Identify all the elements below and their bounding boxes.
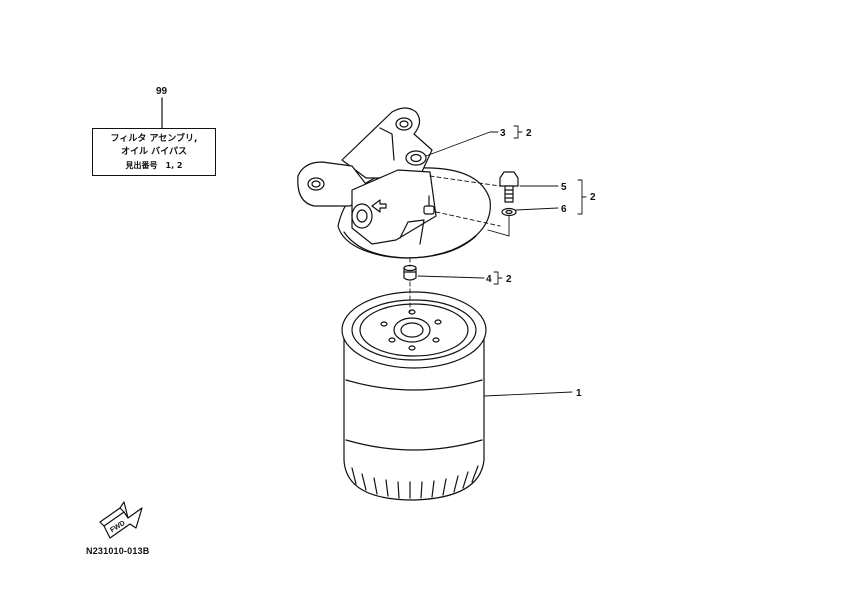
callout-6: 6 (561, 204, 567, 215)
callout-5: 5 (561, 182, 567, 193)
kit-line-3: 見出番号 1, 2 (125, 160, 183, 170)
filter-head-bracket (297, 107, 491, 259)
kit-description-box: フィルタ アセンブリ, オイル バイパス 見出番号 1, 2 (92, 128, 216, 176)
kit-line-1: フィルタ アセンブリ, (110, 133, 198, 144)
catalog-number: N231010-013B (86, 546, 150, 556)
callout-56-group: 2 (590, 192, 596, 203)
callout-3-group: 2 (526, 128, 532, 139)
flow-arrow-icon (371, 199, 387, 213)
callout-1: 1 (576, 388, 582, 399)
callout-4-group: 2 (506, 274, 512, 285)
kit-line-2: オイル バイパス (121, 146, 187, 157)
bolt-part-5 (499, 171, 519, 203)
union-nipple-part-4 (403, 264, 417, 281)
callout-4: 4 (486, 274, 492, 285)
washer-part-6 (501, 207, 517, 217)
kit-ref-number: 99 (156, 86, 168, 97)
oil-filter-part-1 (341, 291, 487, 501)
callout-3: 3 (500, 128, 506, 139)
fwd-arrow-icon (99, 501, 143, 539)
